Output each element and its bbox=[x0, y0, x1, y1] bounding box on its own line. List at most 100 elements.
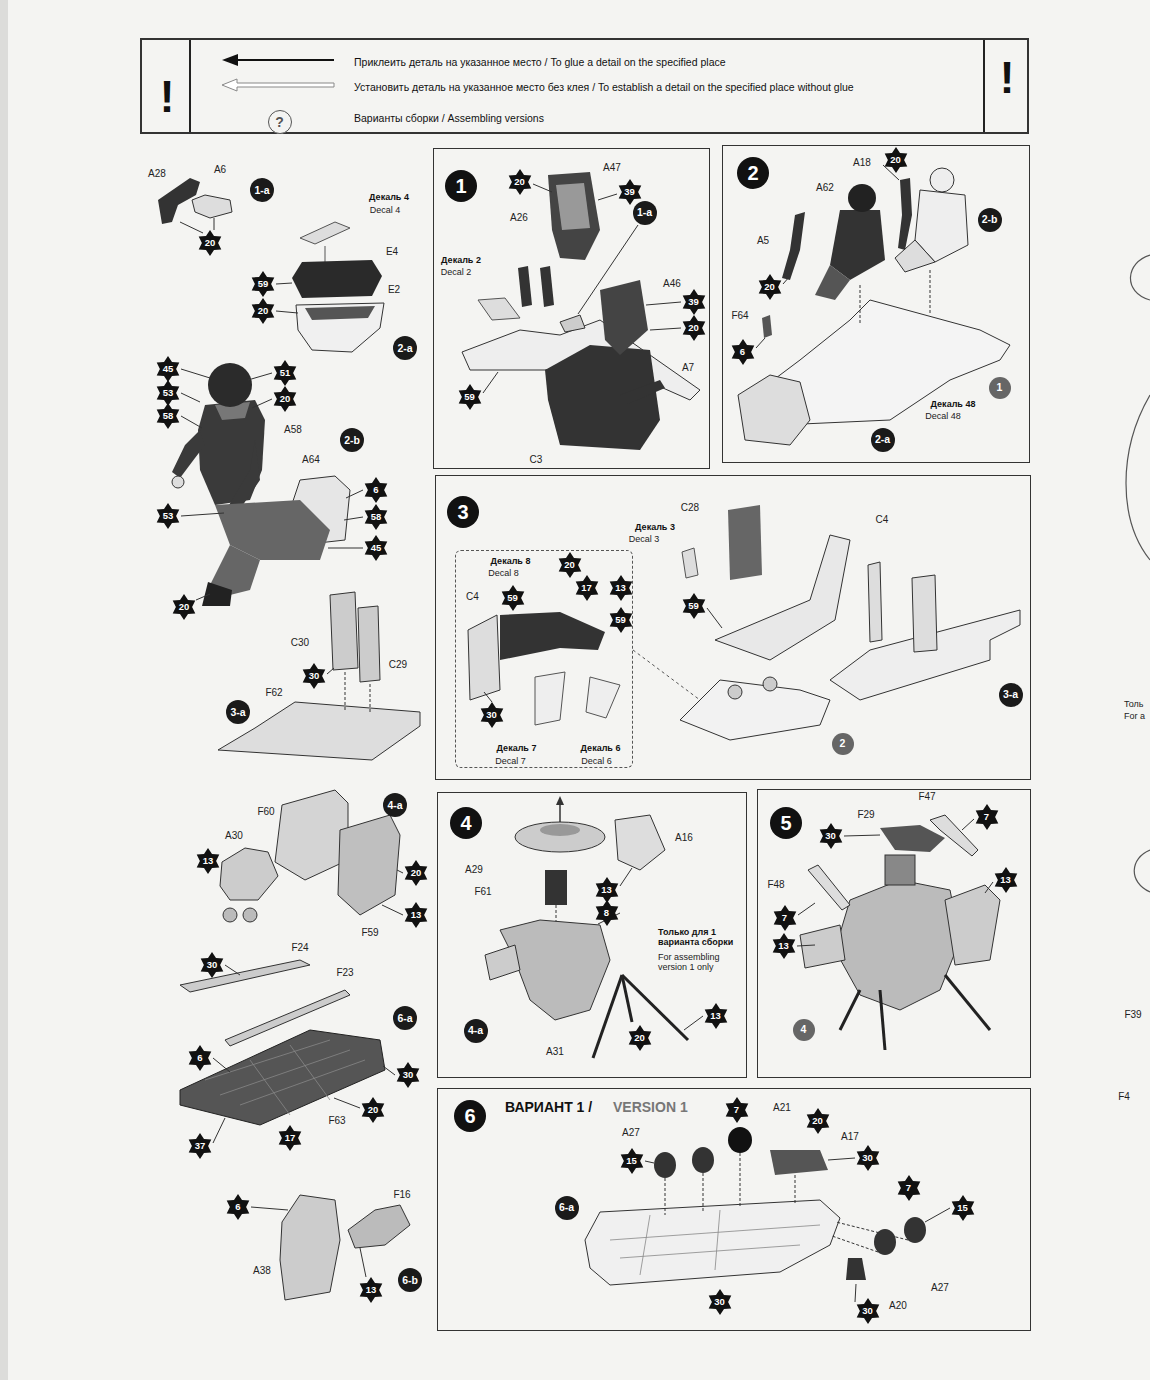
leader-line bbox=[533, 184, 552, 192]
part-label: F39 bbox=[1124, 1009, 1141, 1021]
paint-code-star: 6 bbox=[187, 1045, 213, 1071]
pilot-figure bbox=[815, 265, 850, 300]
decal-label: Decal 6 bbox=[581, 755, 612, 765]
star-badge bbox=[252, 298, 275, 324]
paint-code-star: 39 bbox=[681, 289, 707, 315]
star-badge bbox=[201, 952, 224, 978]
star-badge bbox=[157, 380, 180, 406]
paint-code-number: 13 bbox=[409, 909, 424, 921]
decal-label: Декаль 6 bbox=[581, 742, 621, 752]
leader-line bbox=[620, 868, 632, 886]
part-drawing bbox=[880, 825, 945, 852]
plate-drawing bbox=[585, 1200, 840, 1285]
paint-code-number: 13 bbox=[776, 940, 791, 952]
subassembly-callout: 4-a bbox=[464, 1019, 488, 1043]
seat-drawing bbox=[548, 172, 600, 260]
legend-note: Приклеить деталь на указанное место / To… bbox=[354, 56, 726, 68]
subassembly-callout: 3-a bbox=[999, 683, 1023, 707]
star-badge bbox=[501, 585, 524, 611]
decal-label: Только для 1 варианта сборки bbox=[658, 927, 744, 948]
paint-code-star: 17 bbox=[277, 1125, 303, 1151]
divider-line bbox=[983, 40, 985, 132]
paint-code-star: 6 bbox=[730, 339, 756, 365]
part-label: F62 bbox=[265, 687, 282, 699]
paint-code-star: 8 bbox=[594, 900, 620, 926]
paint-code-star: 15 bbox=[950, 1195, 976, 1221]
star-badge bbox=[682, 315, 705, 341]
part-label: A16 bbox=[675, 832, 693, 844]
star-badge bbox=[704, 1003, 727, 1029]
paint-code-number: 59 bbox=[686, 600, 701, 612]
star-badge bbox=[806, 1108, 829, 1134]
star-badge bbox=[758, 274, 781, 300]
paint-code-number: 6 bbox=[195, 1052, 204, 1064]
part-drawing bbox=[620, 380, 665, 404]
version-title: VERSION 1 bbox=[613, 1099, 688, 1115]
star-badge bbox=[405, 860, 428, 886]
paint-code-number: 20 bbox=[177, 601, 192, 613]
knob-drawing bbox=[728, 1127, 752, 1153]
leader-line bbox=[684, 1016, 703, 1030]
part-label: C3 bbox=[530, 454, 543, 466]
leader-line bbox=[836, 1222, 908, 1240]
star-badge bbox=[480, 702, 503, 728]
pilot-figure bbox=[763, 677, 777, 691]
part-label: A47 bbox=[603, 162, 621, 174]
gear-drawing bbox=[515, 822, 605, 852]
callout-number: 2-b bbox=[982, 214, 998, 225]
callout-number: 4-a bbox=[387, 800, 402, 811]
leader-line bbox=[855, 1284, 856, 1302]
leader-line bbox=[214, 218, 215, 230]
paint-code-number: 17 bbox=[579, 582, 594, 594]
part-label: A62 bbox=[816, 182, 834, 194]
part-label: A20 bbox=[889, 1300, 907, 1312]
callout-number: 4-a bbox=[468, 1025, 483, 1036]
paint-code-number: 30 bbox=[401, 1069, 416, 1081]
leader-line bbox=[860, 285, 861, 325]
star-badge bbox=[628, 1025, 651, 1051]
engine-drawing bbox=[220, 848, 278, 900]
step-number: 2 bbox=[737, 157, 769, 189]
paint-code-star: 7 bbox=[724, 1097, 750, 1123]
part-label: A17 bbox=[841, 1131, 859, 1143]
warning-mark: ! bbox=[160, 72, 175, 123]
detail-inset: Декаль 8Decal 8C4Декаль 7Decal 7Декаль 6… bbox=[455, 550, 633, 768]
subassembly-callout: 3-a bbox=[226, 700, 250, 724]
paint-code-star: 20 bbox=[557, 552, 583, 578]
star-badge bbox=[856, 1145, 879, 1171]
star-badge bbox=[189, 1045, 212, 1071]
paint-code-number: 30 bbox=[860, 1152, 875, 1164]
paint-code-star: 30 bbox=[818, 823, 844, 849]
floor-grid bbox=[205, 1040, 365, 1115]
engine-drawing bbox=[835, 880, 960, 1010]
leader-line bbox=[196, 594, 210, 600]
paint-code-number: 20 bbox=[256, 305, 271, 317]
paint-code-star: 53 bbox=[155, 503, 181, 529]
legend-note: Варианты сборки / Assembling versions bbox=[354, 112, 544, 124]
seat-drawing bbox=[600, 280, 648, 355]
step-number: 4 bbox=[450, 807, 482, 839]
decal-label: Декаль 2 bbox=[441, 255, 481, 265]
paint-code-number: 59 bbox=[613, 614, 628, 626]
tripod-drawing bbox=[622, 975, 688, 1040]
paint-code-star: 13 bbox=[403, 902, 429, 928]
part-label: A27 bbox=[622, 1127, 640, 1139]
part-label: F60 bbox=[257, 806, 274, 818]
star-badge bbox=[274, 360, 297, 386]
paint-code-star: 20 bbox=[250, 298, 276, 324]
star-badge bbox=[274, 386, 297, 412]
knob-drawing bbox=[654, 1152, 676, 1178]
paint-code-number: 20 bbox=[686, 322, 701, 334]
no-glue-arrow bbox=[222, 79, 334, 91]
decal-label: Декаль 4 bbox=[369, 192, 409, 202]
leader-line bbox=[740, 1153, 741, 1208]
question-mark: ? bbox=[275, 115, 284, 129]
leader-line bbox=[328, 548, 363, 549]
part-label: A5 bbox=[757, 235, 769, 247]
paint-code-star: 13 bbox=[771, 933, 797, 959]
paint-code-number: 7 bbox=[904, 1182, 913, 1194]
part-label: A21 bbox=[773, 1102, 791, 1114]
step-panel: 5307137134 bbox=[757, 789, 1031, 1078]
